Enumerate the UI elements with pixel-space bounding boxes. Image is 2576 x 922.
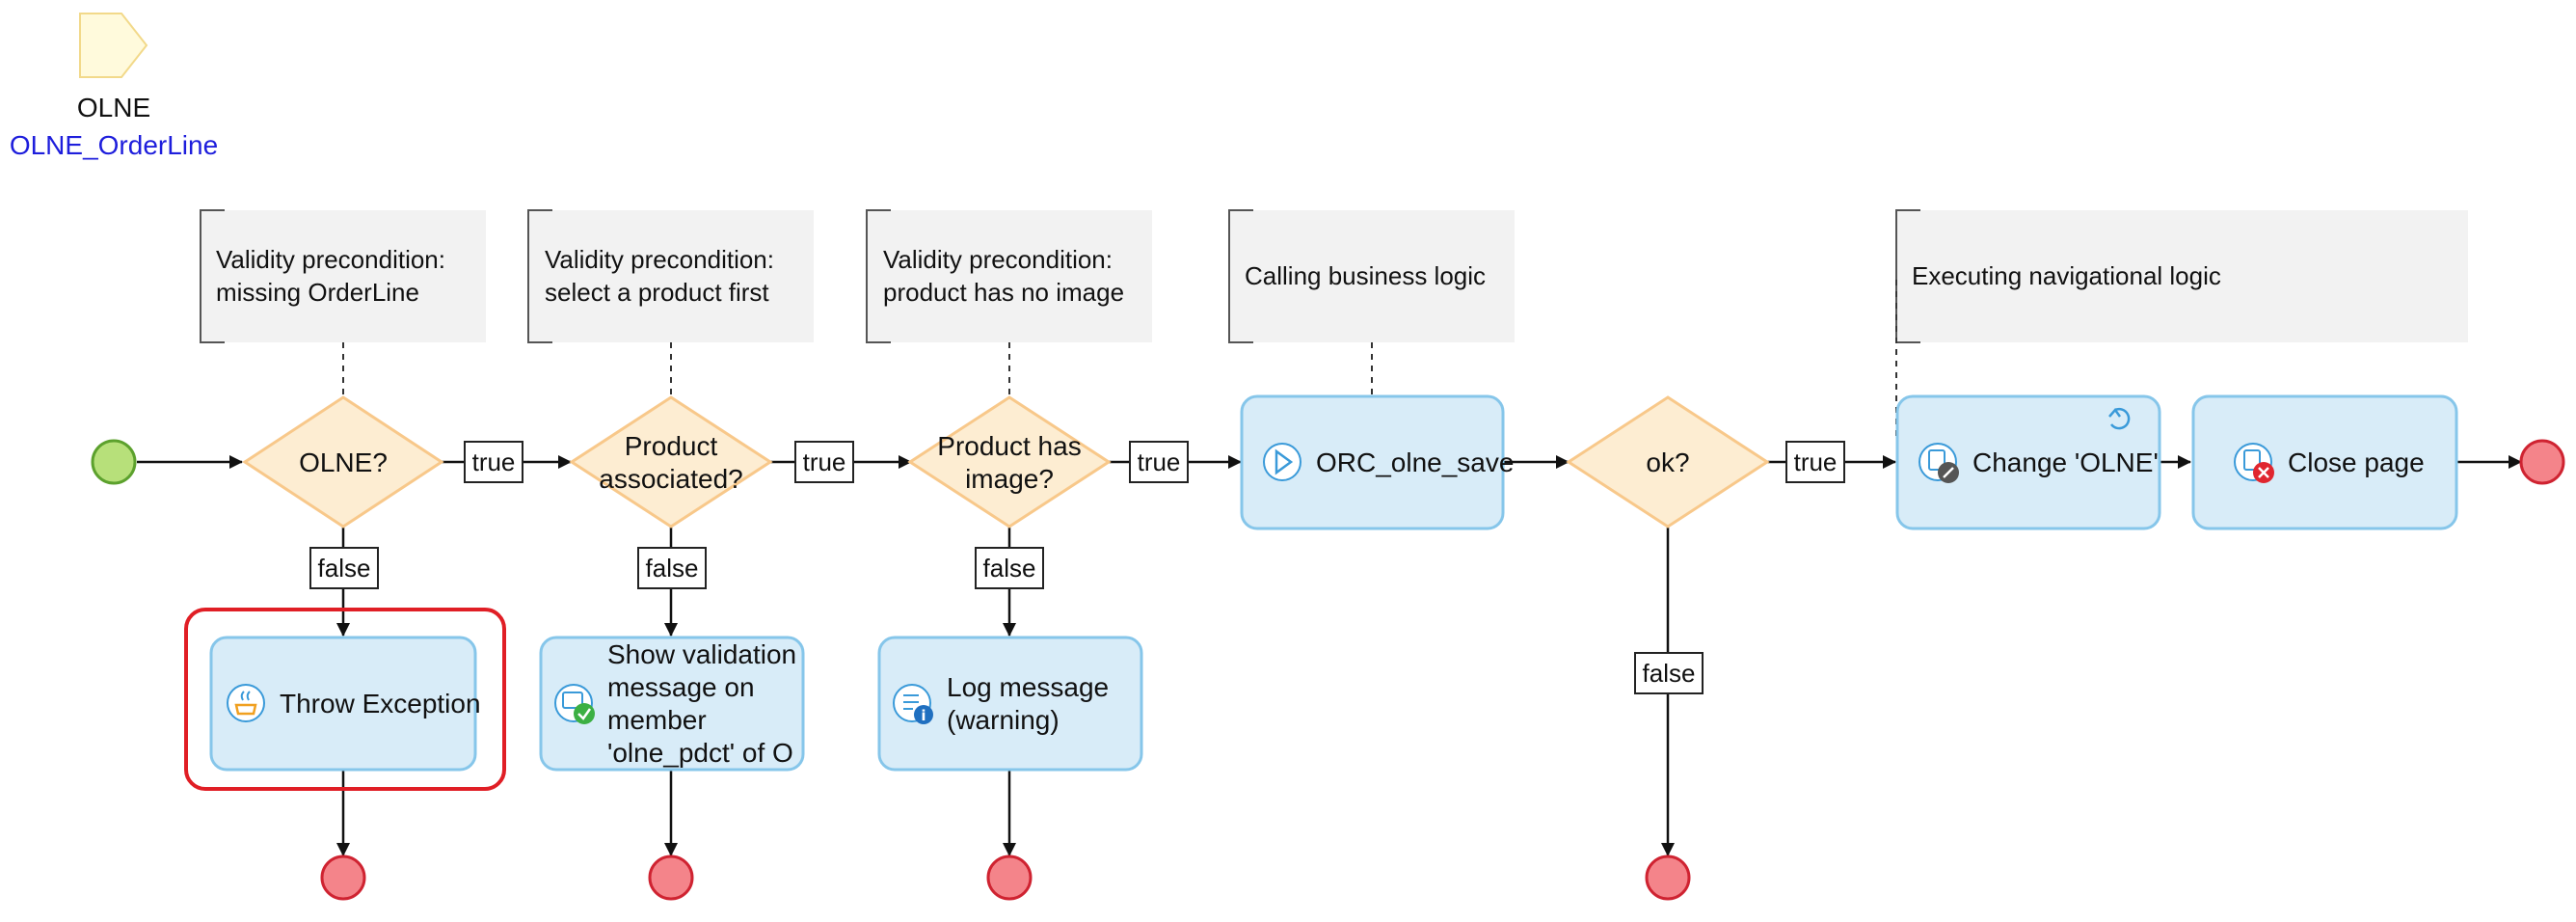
- activity-close-page[interactable]: Close page: [2191, 394, 2458, 530]
- svg-text:Log message: Log message: [947, 672, 1109, 702]
- flow-label-false[interactable]: false: [1634, 652, 1704, 694]
- decision-text: associated?: [599, 464, 742, 494]
- svg-text:Validity precondition:: Validity precondition:: [883, 245, 1113, 274]
- svg-text:select a product first: select a product first: [545, 278, 769, 307]
- activity-throw-exception[interactable]: Throw Exception: [184, 608, 506, 791]
- svg-text:Throw Exception: Throw Exception: [280, 689, 481, 719]
- annotation-text: Executing navigational logic: [1912, 261, 2221, 290]
- activity-call-microflow[interactable]: ORC_olne_save: [1240, 394, 1514, 530]
- annotation-text: Validity precondition:: [216, 245, 445, 274]
- flow-label-false[interactable]: false: [975, 547, 1044, 589]
- activity-text: Change 'OLNE': [1972, 447, 2159, 477]
- svg-text:false: false: [1643, 659, 1696, 688]
- svg-text:false: false: [983, 554, 1036, 583]
- end-event[interactable]: [986, 854, 1033, 901]
- activity-text: (warning): [947, 705, 1060, 735]
- activity-text: Log message: [947, 672, 1109, 702]
- parameter-name: OLNE: [77, 93, 150, 122]
- svg-text:ok?: ok?: [1646, 447, 1689, 477]
- annotation-text: missing OrderLine: [216, 278, 419, 307]
- annotation-missing-orderline[interactable]: Validity precondition: missing OrderLine: [200, 209, 486, 343]
- activity-show-validation-message[interactable]: Show validation message on member 'olne_…: [539, 636, 805, 772]
- decision-olne[interactable]: OLNE?: [242, 395, 444, 529]
- activity-change-object[interactable]: Change 'OLNE': [1895, 394, 2161, 530]
- flow-label-true[interactable]: true: [794, 441, 854, 483]
- microflow-call-icon: [1263, 443, 1301, 481]
- activity-text: Show validation: [607, 639, 796, 669]
- svg-text:Change 'OLNE': Change 'OLNE': [1972, 447, 2159, 477]
- svg-text:OLNE?: OLNE?: [299, 447, 388, 477]
- activity-text: message on: [607, 672, 755, 702]
- annotation-select-product[interactable]: Validity precondition: select a product …: [527, 209, 814, 343]
- decision-product-associated[interactable]: Product associated?: [569, 395, 773, 529]
- change-object-icon: [1919, 443, 1959, 483]
- svg-text:false: false: [646, 554, 699, 583]
- annotation-no-image[interactable]: Validity precondition: product has no im…: [866, 209, 1152, 343]
- annotation-business-logic[interactable]: Calling business logic: [1228, 209, 1515, 343]
- annotation-text: product has no image: [883, 278, 1124, 307]
- annotation-navigational-logic[interactable]: Executing navigational logic: [1895, 209, 2468, 343]
- end-event[interactable]: [2519, 439, 2565, 485]
- svg-text:product has no image: product has no image: [883, 278, 1124, 307]
- annotation-text: Calling business logic: [1245, 261, 1486, 290]
- svg-text:false: false: [318, 554, 371, 583]
- svg-text:Validity precondition:: Validity precondition:: [545, 245, 774, 274]
- decision-ok[interactable]: ok?: [1566, 395, 1770, 529]
- svg-text:(warning): (warning): [947, 705, 1060, 735]
- close-page-icon: [2234, 443, 2274, 483]
- svg-text:missing OrderLine: missing OrderLine: [216, 278, 419, 307]
- end-event[interactable]: [320, 854, 366, 901]
- flow-label-true[interactable]: true: [1129, 441, 1189, 483]
- activity-text: member: [607, 705, 707, 735]
- flow-label-false[interactable]: false: [309, 547, 379, 589]
- decision-product-has-image[interactable]: Product has image?: [907, 395, 1112, 529]
- svg-text:Show validation: Show validation: [607, 639, 796, 669]
- svg-text:Executing navigational logic: Executing navigational logic: [1912, 261, 2221, 290]
- activity-text: 'olne_pdct' of O: [607, 738, 793, 768]
- exception-icon: [227, 684, 265, 722]
- decision-text: OLNE?: [299, 447, 388, 477]
- svg-text:message on: message on: [607, 672, 755, 702]
- annotation-text: Validity precondition:: [545, 245, 774, 274]
- decision-text: Product: [625, 431, 718, 461]
- svg-text:associated?: associated?: [599, 464, 742, 494]
- svg-text:i: i: [921, 707, 926, 724]
- svg-text:Product has: Product has: [937, 431, 1081, 461]
- flow-label-true[interactable]: true: [1785, 441, 1845, 483]
- svg-text:true: true: [1794, 447, 1838, 476]
- flow-label-false[interactable]: false: [637, 547, 707, 589]
- svg-text:Validity precondition:: Validity precondition:: [216, 245, 445, 274]
- svg-text:image?: image?: [965, 464, 1054, 494]
- svg-text:true: true: [472, 447, 516, 476]
- decision-text: ok?: [1646, 447, 1689, 477]
- svg-text:true: true: [803, 447, 846, 476]
- selection-outline: [184, 608, 506, 791]
- flow-label-true[interactable]: true: [464, 441, 523, 483]
- input-parameter[interactable]: OLNE OLNE_OrderLine: [10, 13, 218, 160]
- start-event[interactable]: [91, 439, 137, 485]
- activity-text: Throw Exception: [280, 689, 481, 719]
- svg-text:'olne_pdct' of O: 'olne_pdct' of O: [607, 738, 793, 768]
- decision-text: Product has: [937, 431, 1081, 461]
- activity-text: ORC_olne_save: [1316, 447, 1514, 477]
- svg-text:ORC_olne_save: ORC_olne_save: [1316, 447, 1514, 477]
- validation-message-icon: [554, 684, 595, 724]
- annotation-text: select a product first: [545, 278, 769, 307]
- parameter-type-link[interactable]: OLNE_OrderLine: [10, 130, 218, 160]
- log-message-icon: i: [893, 684, 933, 724]
- svg-text:Close page: Close page: [2288, 447, 2425, 477]
- svg-text:Product: Product: [625, 431, 718, 461]
- end-event[interactable]: [1645, 854, 1691, 901]
- svg-text:true: true: [1138, 447, 1181, 476]
- svg-text:member: member: [607, 705, 707, 735]
- end-event[interactable]: [648, 854, 694, 901]
- parameter-icon: [79, 13, 148, 78]
- svg-text:Calling business logic: Calling business logic: [1245, 261, 1486, 290]
- activity-text: Close page: [2288, 447, 2425, 477]
- decision-text: image?: [965, 464, 1054, 494]
- activity-log-message[interactable]: i Log message (warning): [877, 636, 1143, 772]
- refresh-icon: [2108, 407, 2131, 430]
- annotation-text: Validity precondition:: [883, 245, 1113, 274]
